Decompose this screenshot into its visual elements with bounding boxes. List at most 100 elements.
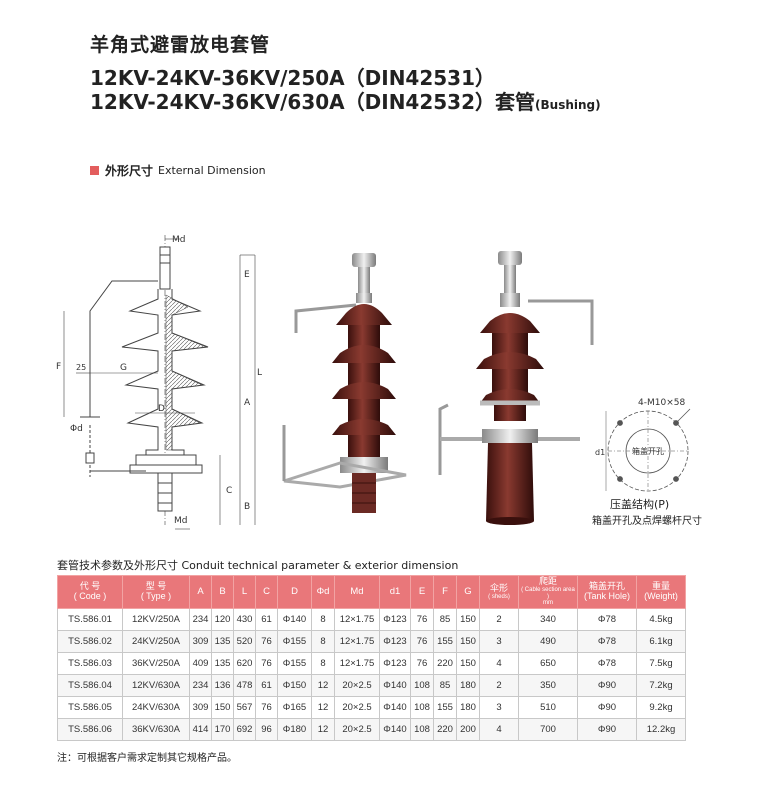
- table-cell: 135: [211, 652, 234, 675]
- table-cell: 220: [433, 652, 457, 675]
- header-code: 代 号( Code ): [57, 575, 123, 609]
- table-cell: 12×1.75: [334, 630, 380, 653]
- label-e: E: [244, 270, 250, 280]
- table-cell: 36KV/630A: [122, 718, 190, 741]
- table-title: 套管技术参数及外形尺寸 Conduit technical parameter …: [57, 559, 459, 572]
- bushing-photo-250a: [282, 253, 407, 513]
- table-cell: 20×2.5: [334, 718, 380, 741]
- table-cell: 6.1kg: [636, 630, 686, 653]
- table-cell: 7.5kg: [636, 652, 686, 675]
- table-cell: 76: [410, 652, 434, 675]
- table-cell: 2: [479, 674, 519, 697]
- table-cell: 409: [189, 652, 212, 675]
- header-b: B: [211, 575, 234, 609]
- bushing-photo-630a: [438, 251, 594, 525]
- table-cell: 108: [410, 674, 434, 697]
- d1-label: d1: [595, 448, 605, 457]
- table-cell: 12: [311, 674, 335, 697]
- table-cell: 155: [433, 696, 457, 719]
- table-cell: 700: [518, 718, 578, 741]
- table-cell: 24KV/630A: [122, 696, 190, 719]
- table-cell: TS.586.01: [57, 608, 123, 631]
- table-cell: 478: [233, 674, 256, 697]
- table-cell: 12KV/250A: [122, 608, 190, 631]
- table-cell: 340: [518, 608, 578, 631]
- table-cell: 108: [410, 718, 434, 741]
- table-cell: 180: [456, 674, 480, 697]
- table-cell: 3: [479, 696, 519, 719]
- table-cell: 85: [433, 674, 457, 697]
- header-weight: 重量(Weight): [636, 575, 686, 609]
- table-cell: 12: [311, 718, 335, 741]
- table-cell: 96: [255, 718, 278, 741]
- table-cell: 309: [189, 696, 212, 719]
- header-g: G: [456, 575, 480, 609]
- table-cell: 12×1.75: [334, 652, 380, 675]
- label-g: G: [120, 363, 127, 373]
- table-cell: Φ140: [379, 674, 411, 697]
- tank-hole-caption: 箱盖开孔及点焊螺杆尺寸: [592, 516, 702, 527]
- table-cell: 4.5kg: [636, 608, 686, 631]
- table-cell: 650: [518, 652, 578, 675]
- table-cell: 76: [255, 652, 278, 675]
- table-cell: Φ123: [379, 652, 411, 675]
- table-cell: 24KV/250A: [122, 630, 190, 653]
- table-cell: Φ90: [577, 718, 637, 741]
- table-cell: 490: [518, 630, 578, 653]
- spec-title-630a: 12KV-24KV-36KV/630A（DIN42532）套管(Bushing): [90, 86, 601, 115]
- table-cell: 9.2kg: [636, 696, 686, 719]
- table-cell: Φ123: [379, 630, 411, 653]
- table-cell: TS.586.02: [57, 630, 123, 653]
- table-cell: 234: [189, 608, 212, 631]
- header-md: Md: [334, 575, 380, 609]
- header-phid: Φd: [311, 575, 335, 609]
- table-cell: TS.586.03: [57, 652, 123, 675]
- header-c: C: [255, 575, 278, 609]
- bushing-label: (Bushing): [535, 98, 601, 112]
- table-cell: 4: [479, 718, 519, 741]
- table-cell: 692: [233, 718, 256, 741]
- table-cell: TS.586.06: [57, 718, 123, 741]
- press-plate-caption: 压盖结构(P): [610, 498, 670, 511]
- section-header: 外形尺寸 External Dimension: [90, 162, 266, 179]
- table-cell: Φ180: [277, 718, 312, 741]
- table-cell: 350: [518, 674, 578, 697]
- header-l: L: [233, 575, 256, 609]
- label-d: D: [158, 404, 165, 414]
- table-cell: 8: [311, 630, 335, 653]
- table-cell: Φ165: [277, 696, 312, 719]
- table-cell: 414: [189, 718, 212, 741]
- table-cell: 36KV/250A: [122, 652, 190, 675]
- table-cell: 61: [255, 608, 278, 631]
- table-cell: 220: [433, 718, 457, 741]
- table-cell: Φ78: [577, 630, 637, 653]
- table-cell: Φ90: [577, 674, 637, 697]
- table-cell: 150: [456, 630, 480, 653]
- table-cell: 12.2kg: [636, 718, 686, 741]
- header-type: 型 号( Type ): [122, 575, 190, 609]
- table-cell: Φ140: [277, 608, 312, 631]
- table-cell: 150: [456, 652, 480, 675]
- table-cell: Φ78: [577, 652, 637, 675]
- table-cell: Φ150: [277, 674, 312, 697]
- table-cell: 4: [479, 652, 519, 675]
- spec-title-630a-text: 12KV-24KV-36KV/630A（DIN42532）套管: [90, 90, 536, 114]
- label-c: C: [226, 486, 232, 496]
- table-cell: Φ78: [577, 608, 637, 631]
- label-a: A: [244, 398, 251, 408]
- label-phid: Φd: [70, 424, 83, 434]
- label-25: 25: [76, 363, 86, 372]
- header-creepage: 爬距( Cable section area )mm: [518, 575, 578, 609]
- table-cell: 520: [233, 630, 256, 653]
- table-cell: 120: [211, 608, 234, 631]
- spec-table: 代 号( Code ) 型 号( Type ) A B L C D Φd Md …: [57, 575, 686, 741]
- table-cell: 430: [233, 608, 256, 631]
- table-cell: 76: [255, 696, 278, 719]
